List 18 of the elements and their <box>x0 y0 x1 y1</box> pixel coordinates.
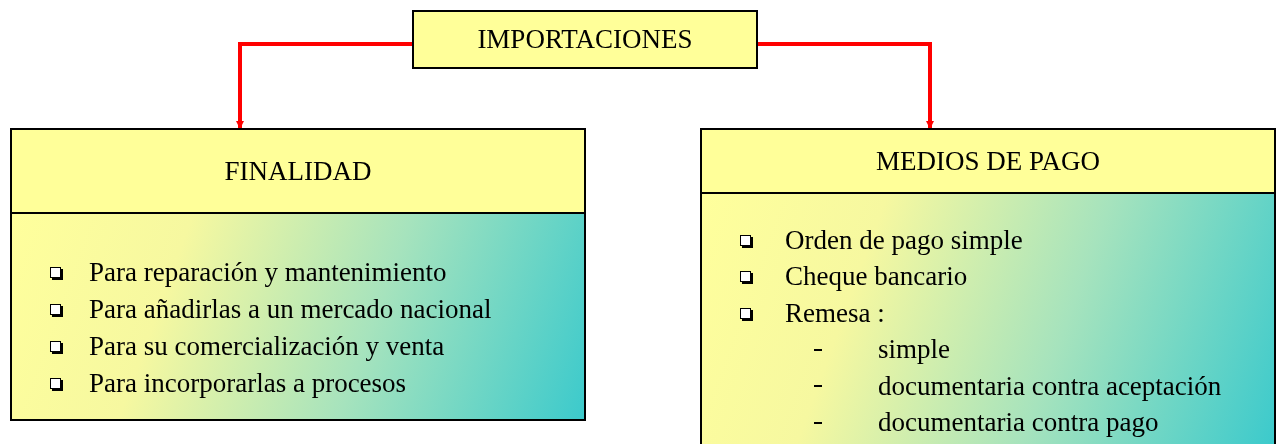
box-title: IMPORTACIONES <box>477 24 693 55</box>
list-item: Cheque bancario <box>785 261 968 293</box>
list-box <box>700 128 1276 444</box>
list-item: Para añadirlas a un mercado nacional <box>89 294 492 325</box>
list-item: Para su comercialización y venta <box>89 331 445 362</box>
list-item: simple <box>878 334 950 366</box>
box-heading: MEDIOS DE PAGO <box>876 145 1100 177</box>
list-item: Para reparación y mantenimiento <box>89 257 447 288</box>
list-item: Remesa : <box>785 297 885 329</box>
arrow <box>758 42 934 129</box>
title-box <box>412 10 758 69</box>
list-item: documentaria contra pago <box>878 407 1159 439</box>
list-box <box>10 128 586 421</box>
list-item: Orden de pago simple <box>785 224 1023 256</box>
box-heading: FINALIDAD <box>224 155 372 187</box>
list-item: Para incorporarlas a procesos <box>89 368 407 399</box>
arrow <box>236 42 412 129</box>
list-item: documentaria contra aceptación <box>878 370 1222 402</box>
